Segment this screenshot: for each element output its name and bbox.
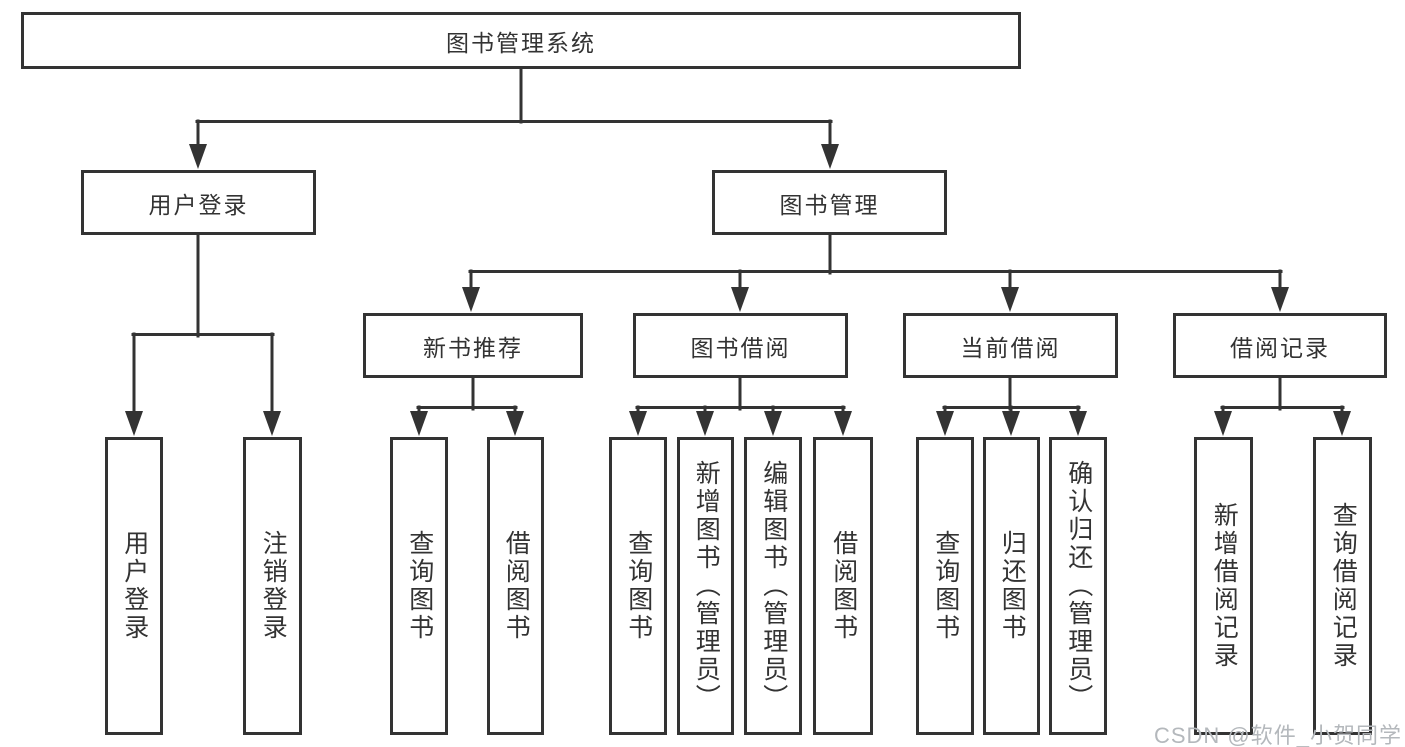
arrowhead — [462, 287, 480, 312]
connector-user-login-to-leaves — [131, 232, 275, 416]
leaf-confirm-return-admin: 确认归还（管理员） — [1049, 437, 1107, 735]
arrowhead — [821, 144, 839, 169]
connector-borrow-records-to-leaves — [1220, 375, 1345, 416]
arrowhead — [1001, 287, 1019, 312]
connector-current-borrow-to-leaves — [942, 375, 1081, 416]
arrowhead — [764, 411, 782, 436]
node-new-book-recommend: 新书推荐 — [363, 313, 583, 378]
arrowhead — [506, 411, 524, 436]
leaf-add-borrow-record: 新增借阅记录 — [1194, 437, 1253, 735]
leaf-logout: 注销登录 — [243, 437, 302, 735]
node-book-management: 图书管理 — [712, 170, 947, 235]
arrowheads — [125, 144, 1351, 436]
node-user-login: 用户登录 — [81, 170, 316, 235]
csdn-watermark: CSDN @软件_小贺同学 — [1153, 723, 1402, 747]
leaf-query-books-recommend: 查询图书 — [390, 437, 448, 735]
leaf-user-login: 用户登录 — [105, 437, 163, 735]
leaf-query-borrow-record: 查询借阅记录 — [1313, 437, 1372, 735]
arrowhead — [936, 411, 954, 436]
arrowhead — [1333, 411, 1351, 436]
arrowhead — [1069, 411, 1087, 436]
leaf-return-books: 归还图书 — [983, 437, 1040, 735]
arrowhead — [629, 411, 647, 436]
connector-lines — [131, 67, 1345, 416]
leaf-borrow-books-recommend: 借阅图书 — [487, 437, 544, 735]
arrowhead — [410, 411, 428, 436]
node-root-system: 图书管理系统 — [21, 12, 1021, 69]
arrowhead — [1271, 287, 1289, 312]
connector-book-mgmt-to-level3 — [468, 232, 1283, 292]
leaf-add-books-admin: 新增图书（管理员） — [677, 437, 734, 735]
arrowhead — [125, 411, 143, 436]
arrowhead — [1002, 411, 1020, 436]
leaf-edit-books-admin: 编辑图书（管理员） — [744, 437, 802, 735]
connector-book-borrow-to-leaves — [635, 375, 846, 416]
connector-root-to-level2 — [195, 67, 833, 150]
arrowhead — [1214, 411, 1232, 436]
node-current-borrowing: 当前借阅 — [903, 313, 1118, 378]
node-borrowing-records: 借阅记录 — [1173, 313, 1387, 378]
leaf-query-books-borrowing: 查询图书 — [609, 437, 667, 735]
arrowhead — [189, 144, 207, 169]
leaf-query-books-current: 查询图书 — [916, 437, 974, 735]
arrowhead — [731, 287, 749, 312]
arrowhead — [834, 411, 852, 436]
leaf-borrow-books-borrowing: 借阅图书 — [813, 437, 873, 735]
node-book-borrowing: 图书借阅 — [633, 313, 848, 378]
arrowhead — [696, 411, 714, 436]
arrowhead — [263, 411, 281, 436]
connector-new-book-rec-to-leaves — [416, 375, 518, 416]
